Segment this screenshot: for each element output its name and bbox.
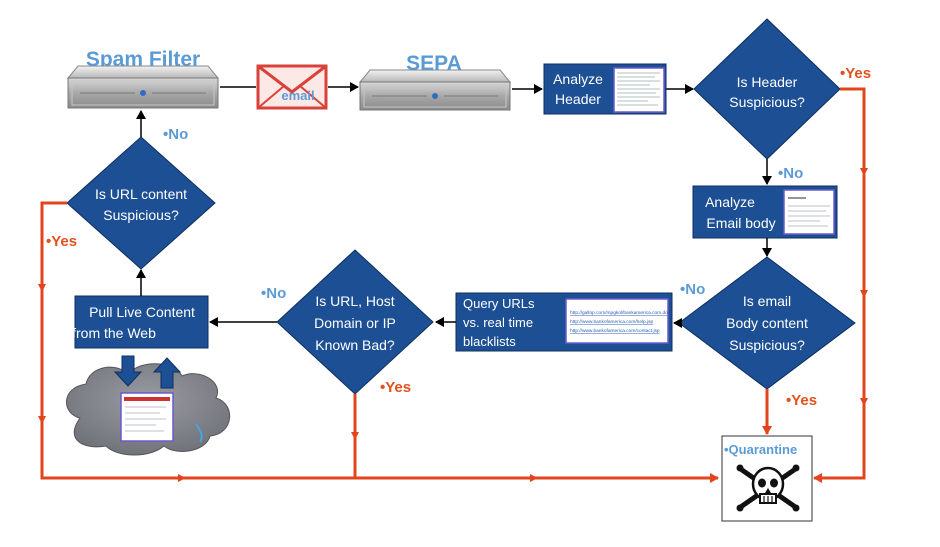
header-yes-label: •Yes — [840, 65, 871, 82]
known-bad-line1: Is URL, Host — [315, 293, 394, 309]
email-label: email — [281, 88, 314, 103]
flow-chevron — [860, 398, 868, 406]
url-list-item: http://www.bankofamerica.com/help.jsp — [570, 319, 654, 325]
spam-filter-server-icon — [66, 65, 220, 109]
url-list-item: http://gallop.com/mpgkol/bankamerica.com… — [570, 310, 668, 316]
url-content-no-label: •No — [163, 126, 188, 143]
flow-chevron — [38, 416, 46, 424]
body-no-label: •No — [680, 281, 705, 298]
known-bad-line2: Domain or IP — [314, 315, 396, 331]
flow-chevron — [178, 474, 186, 482]
query-urls-line1: Query URLs — [463, 296, 535, 311]
envelope-icon — [256, 64, 328, 110]
analyze-header-line1: Analyze — [553, 71, 603, 87]
query-urls-line3: blacklists — [463, 334, 516, 349]
url-content-line1: Is URL content — [95, 186, 187, 202]
body-decision-line2: Body content — [726, 315, 808, 331]
skull-crossbones-icon — [736, 464, 800, 512]
quarantine-box: •Quarantine — [721, 435, 813, 522]
analyze-header-line2: Header — [555, 91, 601, 107]
analyze-body-line1: Analyze — [705, 194, 755, 210]
query-urls-box: Query URLs vs. real time blacklists http… — [455, 292, 673, 352]
flow-chevron — [38, 284, 46, 292]
flow-chevron — [860, 168, 868, 176]
sepa-server-icon — [358, 69, 512, 111]
header-no-label: •No — [778, 165, 803, 182]
pull-content-line1: Pull Live Content — [89, 304, 195, 320]
cloud-icon — [66, 363, 231, 456]
url-content-yes-path — [40, 201, 719, 483]
flow-chevron — [351, 432, 359, 440]
pull-live-content-box: Pull Live Content from the Web — [72, 295, 209, 349]
known-bad-no-label: •No — [261, 285, 286, 302]
analyze-body-line2: Email body — [706, 215, 775, 231]
body-decision-line3: Suspicious? — [729, 337, 805, 353]
header-decision-line1: Is Header — [737, 74, 798, 90]
flow-chevron — [530, 474, 538, 482]
is-url-content-suspicious-decision: Is URL content Suspicious? — [66, 136, 216, 270]
upload-arrow-icon — [152, 357, 182, 389]
known-bad-yes-label: •Yes — [380, 379, 411, 396]
body-yes-label: •Yes — [786, 392, 817, 409]
is-body-suspicious-decision: Is email Body content Suspicious? — [678, 256, 856, 390]
download-arrow-icon — [113, 355, 143, 387]
url-list-thumbnail: http://gallop.com/mpgkol/bankamerica.com… — [565, 298, 669, 344]
url-content-line2: Suspicious? — [103, 207, 179, 223]
header-document-thumbnail — [613, 67, 665, 113]
header-yes-path — [813, 87, 866, 483]
is-url-known-bad-decision: Is URL, Host Domain or IP Known Bad? — [276, 249, 434, 395]
query-urls-line2: vs. real time — [463, 315, 533, 330]
pull-content-line2: from the Web — [72, 325, 156, 341]
spam-filter-title: Spam Filter — [86, 48, 200, 71]
header-decision-line2: Suspicious? — [729, 94, 805, 110]
url-list-item: http://www.bankofamerica.com/contact.jsp — [570, 328, 660, 334]
analyze-email-body-box: Analyze Email body — [692, 185, 838, 239]
sepa-title: SEPA — [406, 52, 462, 75]
body-decision-line1: Is email — [743, 293, 791, 309]
email-body-document-thumbnail — [783, 189, 835, 235]
quarantine-label: •Quarantine — [724, 442, 797, 457]
known-bad-line3: Known Bad? — [315, 337, 395, 353]
analyze-header-box: Analyze Header — [543, 63, 667, 115]
url-content-yes-label: •Yes — [46, 233, 77, 250]
is-header-suspicious-decision: Is Header Suspicious? — [693, 18, 841, 160]
flow-chevron — [860, 290, 868, 298]
